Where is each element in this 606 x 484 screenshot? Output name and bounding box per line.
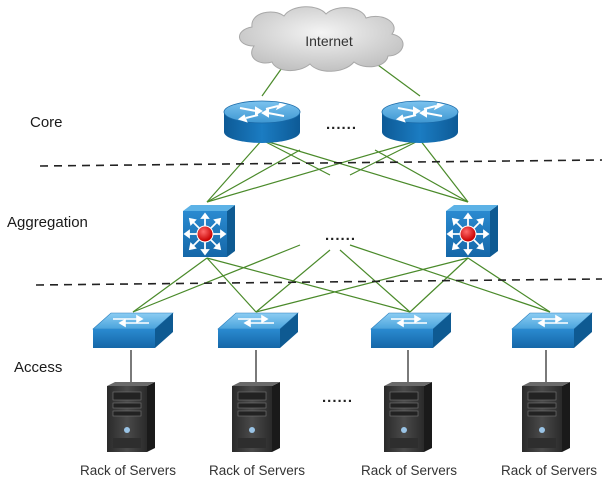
layer-label-core: Core xyxy=(30,114,63,131)
servers-ellipsis: ...... xyxy=(322,389,353,406)
server-bay xyxy=(389,402,419,409)
link-agg1-acc1 xyxy=(132,257,208,313)
server-power-icon xyxy=(401,427,407,433)
server-rack-1 xyxy=(107,382,155,452)
switch-arrows-icon xyxy=(113,314,149,328)
link-agg2-acc2 xyxy=(255,257,469,313)
server-side xyxy=(562,382,570,452)
server-grille xyxy=(528,438,556,448)
link-core2-more xyxy=(349,139,421,176)
switch-front xyxy=(371,329,433,348)
rack-label-2: Rack of Servers xyxy=(209,463,305,478)
server-bay xyxy=(389,391,419,401)
server-grille xyxy=(390,438,418,448)
divider-aggregation-access xyxy=(35,278,603,286)
rack-label-1: Rack of Servers xyxy=(80,463,176,478)
server-top xyxy=(107,382,155,386)
internet-label: Internet xyxy=(305,33,353,49)
switch-front xyxy=(93,329,155,348)
link-core1-agg2 xyxy=(261,139,469,203)
switch-front xyxy=(512,329,574,348)
link-core1-more xyxy=(261,139,331,176)
server-power-icon xyxy=(249,427,255,433)
server-bay xyxy=(389,410,419,417)
link-core2-agg1 xyxy=(206,139,421,203)
switch-arrows-icon xyxy=(391,314,427,328)
switch-side xyxy=(280,313,298,348)
link-agg1-more-core xyxy=(206,149,301,203)
server-bay xyxy=(527,391,557,401)
link-more-acc4 xyxy=(349,244,551,313)
internet-cloud: Internet xyxy=(239,6,404,72)
rack-label-4: Rack of Servers xyxy=(501,463,597,478)
rack-label-3: Rack of Servers xyxy=(361,463,457,478)
server-bay xyxy=(237,410,267,417)
server-top xyxy=(232,382,280,386)
server-rack-4 xyxy=(522,382,570,452)
layer-label-access: Access xyxy=(14,359,62,376)
switch-side xyxy=(574,313,592,348)
server-bay xyxy=(527,402,557,409)
server-bay xyxy=(527,410,557,417)
core-router-2 xyxy=(381,100,459,143)
access-switch-4 xyxy=(511,312,593,348)
link-core1-agg1 xyxy=(206,139,263,203)
server-top xyxy=(384,382,432,386)
server-bay xyxy=(112,402,142,409)
server-side xyxy=(147,382,155,452)
server-bay xyxy=(112,391,142,401)
aggregation-ellipsis: ...... xyxy=(325,227,356,244)
switch-center-dot xyxy=(196,225,214,243)
access-switch-1 xyxy=(92,312,174,348)
access-switch-3 xyxy=(370,312,452,348)
link-agg1-acc2 xyxy=(206,257,257,313)
link-more-acc1 xyxy=(132,244,301,313)
switch-center-dot xyxy=(459,225,477,243)
network-links xyxy=(132,64,551,313)
switch-side xyxy=(227,205,235,257)
router-top xyxy=(381,100,459,124)
link-agg1-acc3 xyxy=(206,257,411,313)
access-switch-2 xyxy=(217,312,299,348)
core-ellipsis: ...... xyxy=(326,116,357,133)
link-internet-core1 xyxy=(261,64,285,97)
switch-arrows-icon xyxy=(238,314,274,328)
link-agg2-more-core xyxy=(374,149,469,203)
link-agg2-acc3 xyxy=(409,257,469,313)
server-side xyxy=(272,382,280,452)
link-more-acc2 xyxy=(255,249,331,313)
switch-side xyxy=(490,205,498,257)
layer-label-aggregation: Aggregation xyxy=(7,214,88,231)
router-arrows-icon xyxy=(237,102,287,123)
server-bay xyxy=(237,402,267,409)
aggregation-switch-1 xyxy=(183,205,235,257)
server-top xyxy=(522,382,570,386)
core-router-1 xyxy=(223,100,301,143)
server-uplinks xyxy=(130,350,547,382)
server-power-icon xyxy=(539,427,545,433)
divider-core-aggregation xyxy=(39,159,603,167)
server-grille xyxy=(238,438,266,448)
server-side xyxy=(424,382,432,452)
switch-top xyxy=(446,205,498,211)
router-top xyxy=(223,100,301,124)
server-bay xyxy=(237,391,267,401)
cloud-shape xyxy=(239,6,404,72)
link-agg2-acc4 xyxy=(467,257,551,313)
switch-top xyxy=(183,205,235,211)
switch-side xyxy=(155,313,173,348)
server-grille xyxy=(113,438,141,448)
link-core2-agg2 xyxy=(419,139,469,203)
server-power-icon xyxy=(124,427,130,433)
link-internet-core2 xyxy=(377,64,421,97)
server-bay xyxy=(112,410,142,417)
aggregation-switch-2 xyxy=(446,205,498,257)
switch-arrows-icon xyxy=(532,314,568,328)
switch-side xyxy=(433,313,451,348)
switch-front xyxy=(218,329,280,348)
router-arrows-icon xyxy=(395,102,445,123)
server-rack-3 xyxy=(384,382,432,452)
server-rack-2 xyxy=(232,382,280,452)
